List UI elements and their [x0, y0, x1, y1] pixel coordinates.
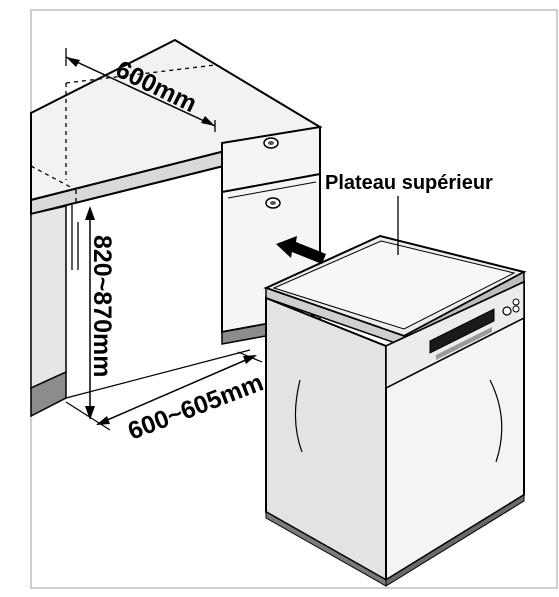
depth-dimension-line	[97, 355, 256, 425]
drawer-divider	[221, 173, 321, 193]
insertion-arrow-shape	[276, 236, 326, 264]
height-label: 820~870mm	[88, 235, 116, 377]
insertion-arrow	[276, 236, 326, 264]
opening-floor-line	[65, 349, 251, 399]
side-reflection	[294, 379, 303, 453]
drawer-divider-shadow	[227, 181, 317, 199]
countertop-cabinet	[30, 38, 323, 418]
opening-outline	[30, 64, 216, 205]
dishwasher	[263, 234, 527, 587]
front-reflection	[489, 379, 503, 463]
width-dimension-line	[65, 56, 216, 127]
top-plate-label: Plateau supérieur	[325, 172, 493, 194]
dishwasher-handle	[429, 308, 495, 354]
power-button	[502, 306, 512, 316]
height-dimension: 820~870mm	[71, 205, 116, 420]
left-cabinet-side	[30, 205, 67, 390]
